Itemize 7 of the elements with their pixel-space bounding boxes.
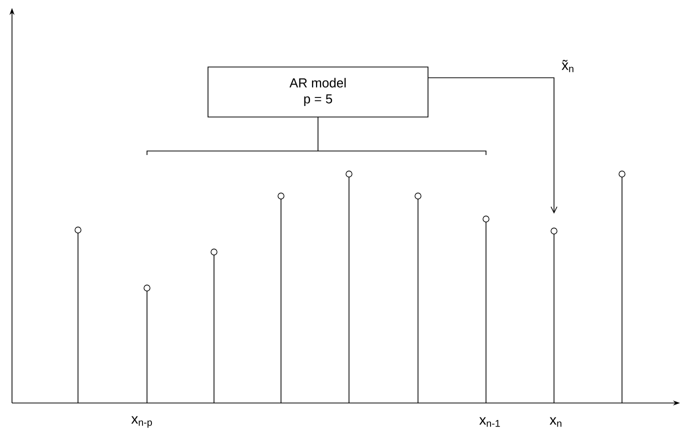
sample-label: x$_{n-1}$: [479, 417, 500, 427]
sample-label: x$_{n-p}$: [131, 416, 152, 428]
arrow: [428, 77, 558, 214]
edge-label: x̃$_{n}$: [562, 60, 574, 72]
sample-label: x$_{n}$: [550, 417, 562, 427]
sample-marker: [550, 228, 558, 234]
model-box: AR model p = 5: [208, 66, 428, 118]
